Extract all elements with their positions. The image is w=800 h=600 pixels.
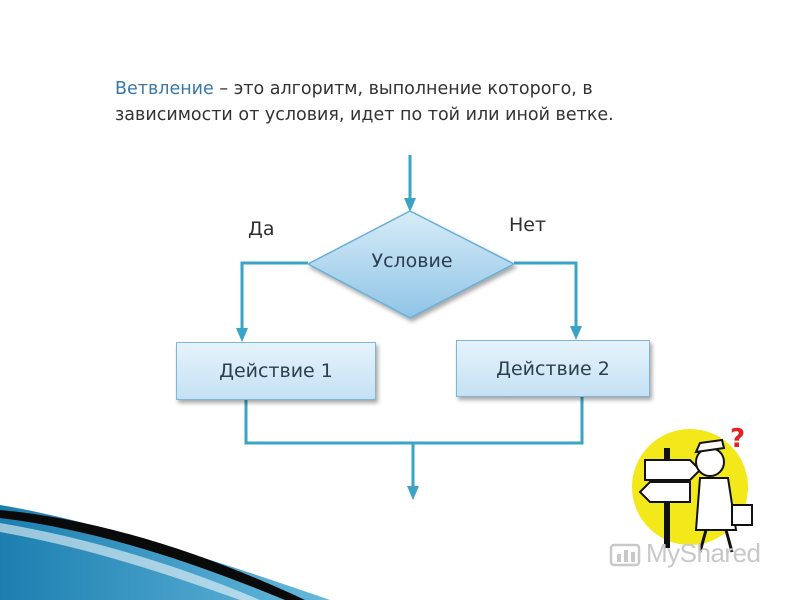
yes-branch-connector: [236, 261, 308, 342]
no-branch-connector: [514, 261, 582, 340]
definition-term: Ветвление: [115, 79, 214, 99]
action-2-box: Действие 2: [456, 340, 650, 397]
definition-body: – это алгоритм, выполнение которого, в з…: [115, 79, 614, 125]
action-2-label: Действие 2: [496, 357, 610, 380]
decorative-wave: [0, 505, 330, 600]
condition-diamond: [306, 210, 516, 319]
entry-arrow: [404, 155, 416, 212]
no-label: Нет: [509, 214, 547, 236]
definition-text: Ветвление – это алгоритм, выполнение кот…: [115, 76, 715, 128]
action-1-box: Действие 1: [176, 342, 376, 400]
svg-text:?: ?: [730, 424, 745, 454]
action-1-label: Действие 1: [219, 360, 333, 382]
watermark-text: MyShared: [646, 538, 761, 568]
merge-connector: [244, 396, 584, 500]
yes-label: Да: [248, 218, 275, 240]
condition-label: Условие: [371, 250, 453, 272]
crossroads-signpost-icon: ?: [632, 424, 753, 553]
myshared-logo-icon: [609, 543, 641, 567]
